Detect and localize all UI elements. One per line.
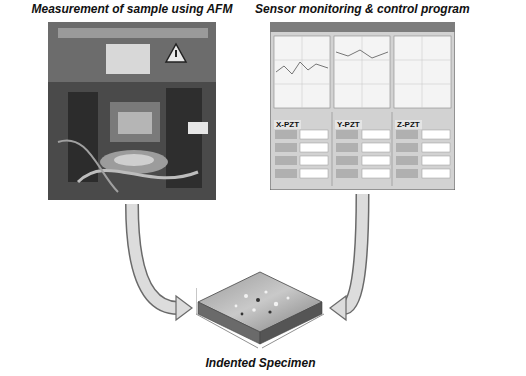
panel-heading: Measurement of sample using AFM — [32, 2, 233, 16]
specimen-panel: Indented Specimen — [194, 266, 328, 372]
block-arrow — [132, 204, 192, 320]
photo-panel: Measurement of sample using AFM — [30, 2, 235, 202]
axis-label: X-PZT — [274, 120, 301, 129]
screenshot-panel: Sensor monitoring & control program — [253, 2, 472, 192]
specimen-surface — [196, 268, 326, 350]
program-screenshot — [270, 22, 455, 190]
block-arrow — [330, 194, 363, 320]
panel-heading: Sensor monitoring & control program — [255, 2, 470, 16]
axis-label: Y-PZT — [335, 120, 362, 129]
caption-text: Indented Specimen — [206, 356, 316, 370]
afm-photo — [48, 22, 216, 200]
axis-label: Z-PZT — [395, 120, 422, 129]
